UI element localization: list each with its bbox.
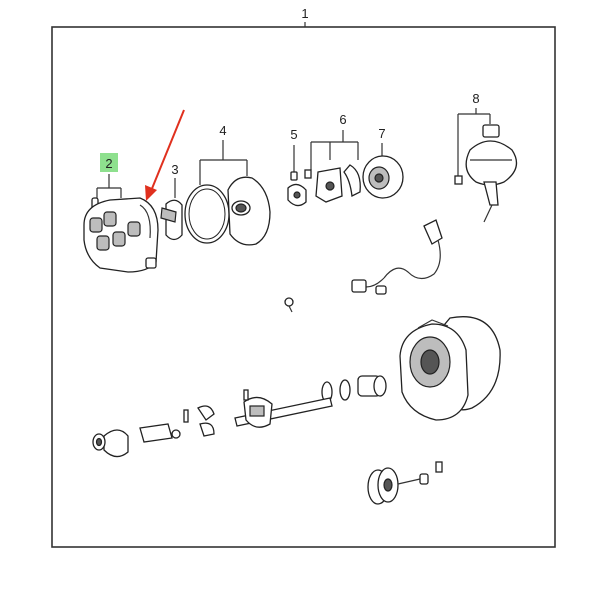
governor-weights (183, 405, 215, 437)
callout-3: 3 (171, 162, 178, 177)
callout-6-leader (310, 130, 359, 170)
callout-1: 1 (301, 6, 308, 21)
wiring-harness (351, 219, 443, 295)
callout-4-leader (199, 140, 248, 185)
callout-5: 5 (290, 127, 297, 142)
callout-4: 4 (219, 123, 226, 138)
callout-8-leader (457, 108, 491, 176)
signal-rotor (362, 155, 404, 199)
distributor-cap (83, 197, 159, 273)
small-bolt (284, 297, 294, 313)
callout-2-highlight (100, 153, 118, 172)
callout-8: 8 (472, 91, 479, 106)
screw-part (287, 171, 307, 207)
drive-coupling (139, 423, 181, 443)
washer-pair (321, 379, 351, 403)
callout-2-leader (96, 174, 122, 198)
pickup-parts (304, 164, 361, 203)
callout-7: 7 (378, 126, 385, 141)
drive-gear (92, 429, 129, 458)
red-arrow-icon (145, 109, 185, 201)
lower-pulley (367, 461, 443, 505)
callout-2: 2 (105, 156, 112, 171)
housing-cover (227, 176, 271, 246)
housing-gasket (184, 184, 230, 244)
diagram-frame (51, 26, 556, 548)
main-shaft (234, 389, 333, 428)
rotor (160, 199, 183, 241)
vacuum-advance-unit (454, 124, 518, 223)
distributor-housing (399, 316, 501, 421)
callout-6: 6 (339, 112, 346, 127)
bushing (357, 375, 387, 397)
